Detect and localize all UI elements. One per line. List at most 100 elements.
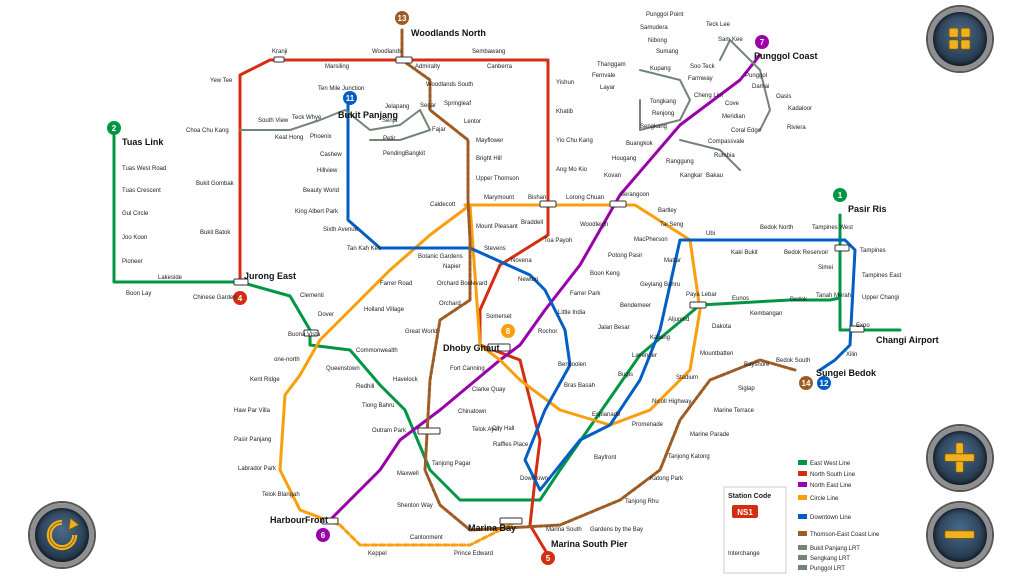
station-buona-vista[interactable] bbox=[303, 329, 319, 337]
label-bencoolen[interactable]: Bencoolen bbox=[558, 362, 586, 368]
label-lorong-chuan[interactable]: Lorong Chuan bbox=[566, 195, 604, 201]
label-tai-seng[interactable]: Tai Seng bbox=[660, 222, 683, 228]
label-ranggung[interactable]: Ranggung bbox=[666, 159, 694, 165]
label-buangkok[interactable]: Buangkok bbox=[626, 141, 654, 147]
label-telok-ayer[interactable]: Telok Ayer bbox=[472, 427, 500, 433]
label-rochor[interactable]: Rochor bbox=[538, 329, 557, 335]
label-thanggam[interactable]: Thanggam bbox=[597, 62, 626, 68]
label-chinatown[interactable]: Chinatown bbox=[458, 409, 486, 415]
label-orchard[interactable]: Orchard bbox=[439, 301, 461, 307]
label-marine-terrace[interactable]: Marine Terrace bbox=[714, 408, 755, 414]
label-bukit-batok[interactable]: Bukit Batok bbox=[200, 230, 231, 236]
label-tuas-crescent[interactable]: Tuas Crescent bbox=[122, 188, 161, 194]
label-bright-hill[interactable]: Bright Hill bbox=[476, 156, 502, 162]
label-yew-tee[interactable]: Yew Tee bbox=[210, 78, 233, 84]
label-ang-mo-kio[interactable]: Ang Mo Kio bbox=[556, 167, 588, 173]
label-jalan-besar[interactable]: Jalan Besar bbox=[598, 325, 630, 331]
label-south-view[interactable]: South View bbox=[258, 118, 289, 124]
label-tongkang[interactable]: Tongkang bbox=[650, 99, 676, 105]
label-ten-mile-junction[interactable]: Ten Mile Junction bbox=[318, 86, 364, 92]
label-marina-south-pier[interactable]: Marina South Pier bbox=[551, 539, 628, 549]
station-kranji[interactable] bbox=[273, 56, 285, 63]
label-marsiling[interactable]: Marsiling bbox=[325, 64, 349, 70]
label-cantonment[interactable]: Cantonment bbox=[410, 535, 443, 541]
label-tanjong-katong[interactable]: Tanjong Katong bbox=[668, 454, 710, 460]
label-chinese-garden[interactable]: Chinese Garden bbox=[193, 295, 237, 301]
label-bishan[interactable]: Bishan bbox=[528, 195, 546, 201]
label-nibong[interactable]: Nibong bbox=[648, 38, 667, 44]
label-tampines[interactable]: Tampines bbox=[860, 248, 886, 254]
station-expo[interactable] bbox=[849, 325, 865, 333]
label-toa-payoh[interactable]: Toa Payoh bbox=[544, 238, 572, 244]
label-tanjong-pagar[interactable]: Tanjong Pagar bbox=[432, 461, 471, 467]
label-compassvale[interactable]: Compassvale bbox=[708, 139, 745, 145]
reset-view-button[interactable] bbox=[30, 503, 94, 567]
label-labrador-park[interactable]: Labrador Park bbox=[238, 466, 277, 472]
label-pioneer[interactable]: Pioneer bbox=[122, 259, 143, 265]
label-bartley[interactable]: Bartley bbox=[658, 208, 677, 214]
label-teck-whye[interactable]: Teck Whye bbox=[292, 115, 322, 121]
label-boon-lay[interactable]: Boon Lay bbox=[126, 291, 151, 297]
label-botanic-gardens[interactable]: Botanic Gardens bbox=[418, 254, 463, 260]
label-bedok-reservoir[interactable]: Bedok Reservoir bbox=[784, 250, 828, 256]
label-novena[interactable]: Novena bbox=[511, 258, 532, 264]
label-marina-south[interactable]: Marina South bbox=[546, 527, 582, 533]
label-tuas-west-road[interactable]: Tuas West Road bbox=[122, 166, 166, 172]
label-gul-circle[interactable]: Gul Circle bbox=[122, 211, 149, 217]
label-kembangan[interactable]: Kembangan bbox=[750, 311, 782, 317]
label-pending[interactable]: Pending bbox=[383, 151, 405, 157]
label-serangoon[interactable]: Serangoon bbox=[620, 192, 649, 198]
label-bakau[interactable]: Bakau bbox=[706, 173, 723, 179]
label-expo[interactable]: Expo bbox=[856, 323, 870, 329]
label-promenade[interactable]: Promenade bbox=[632, 422, 664, 428]
label-havelock[interactable]: Havelock bbox=[393, 377, 419, 383]
label-damai[interactable]: Damai bbox=[752, 84, 769, 90]
label-jelapang[interactable]: Jelapang bbox=[385, 104, 409, 110]
station-harbourfront[interactable] bbox=[321, 517, 339, 525]
label-bendemeer[interactable]: Bendemeer bbox=[620, 303, 651, 309]
label-springleaf[interactable]: Springleaf bbox=[444, 101, 471, 107]
label-keat-hong[interactable]: Keat Hong bbox=[275, 135, 303, 141]
station-jurong-east[interactable] bbox=[233, 278, 249, 286]
label-oasis[interactable]: Oasis bbox=[776, 94, 791, 100]
label-bangkit[interactable]: Bangkit bbox=[405, 151, 425, 157]
station-bishan[interactable] bbox=[539, 200, 557, 208]
label-marine-parade[interactable]: Marine Parade bbox=[690, 432, 730, 438]
label-sengkang[interactable]: Sengkang bbox=[640, 124, 667, 130]
label-farrer-park[interactable]: Farrer Park bbox=[570, 291, 601, 297]
label-hillview[interactable]: Hillview bbox=[317, 168, 338, 174]
label-marymount[interactable]: Marymount bbox=[484, 195, 514, 201]
label-upper-thomson[interactable]: Upper Thomson bbox=[476, 176, 519, 182]
label-clementi[interactable]: Clementi bbox=[300, 293, 324, 299]
station-woodlands[interactable] bbox=[395, 56, 413, 64]
label-phoenix[interactable]: Phoenix bbox=[310, 134, 332, 140]
label-kupang[interactable]: Kupang bbox=[650, 66, 671, 72]
label-boon-keng[interactable]: Boon Keng bbox=[590, 271, 620, 277]
label-stadium[interactable]: Stadium bbox=[676, 375, 698, 381]
label-bedok-south[interactable]: Bedok South bbox=[776, 358, 810, 364]
label-bugis[interactable]: Bugis bbox=[618, 372, 633, 378]
label-fajar[interactable]: Fajar bbox=[432, 127, 446, 133]
label-kranji[interactable]: Kranji bbox=[272, 49, 287, 55]
label-bedok[interactable]: Bedok bbox=[790, 297, 808, 303]
label-admiralty[interactable]: Admiralty bbox=[415, 64, 440, 70]
label-tan-kah-kee[interactable]: Tan Kah Kee bbox=[347, 246, 382, 252]
label-kent-ridge[interactable]: Kent Ridge bbox=[250, 377, 280, 383]
label-raffles-place[interactable]: Raffles Place bbox=[493, 442, 529, 448]
label-choa-chu-kang[interactable]: Choa Chu Kang bbox=[186, 128, 229, 134]
label-sixth-avenue[interactable]: Sixth Avenue bbox=[323, 227, 359, 233]
label-soo-teck[interactable]: Soo Teck bbox=[690, 64, 716, 70]
label-sembawang[interactable]: Sembawang bbox=[472, 49, 505, 55]
label-yio-chu-kang[interactable]: Yio Chu Kang bbox=[556, 138, 593, 144]
label-tanah-merah[interactable]: Tanah Merah bbox=[816, 293, 851, 299]
label-punggol[interactable]: Punggol bbox=[745, 73, 767, 79]
label-prince-edward[interactable]: Prince Edward bbox=[454, 551, 493, 557]
label-kallang[interactable]: Kallang bbox=[650, 335, 670, 341]
label-mount-pleasant[interactable]: Mount Pleasant bbox=[476, 224, 518, 230]
label-coral-edge[interactable]: Coral Edge bbox=[731, 128, 762, 134]
label-city-hall[interactable]: City Hall bbox=[492, 426, 514, 432]
label-cashew[interactable]: Cashew bbox=[320, 152, 342, 158]
label-little-india[interactable]: Little India bbox=[558, 310, 586, 316]
label-bayfront[interactable]: Bayfront bbox=[594, 455, 617, 461]
